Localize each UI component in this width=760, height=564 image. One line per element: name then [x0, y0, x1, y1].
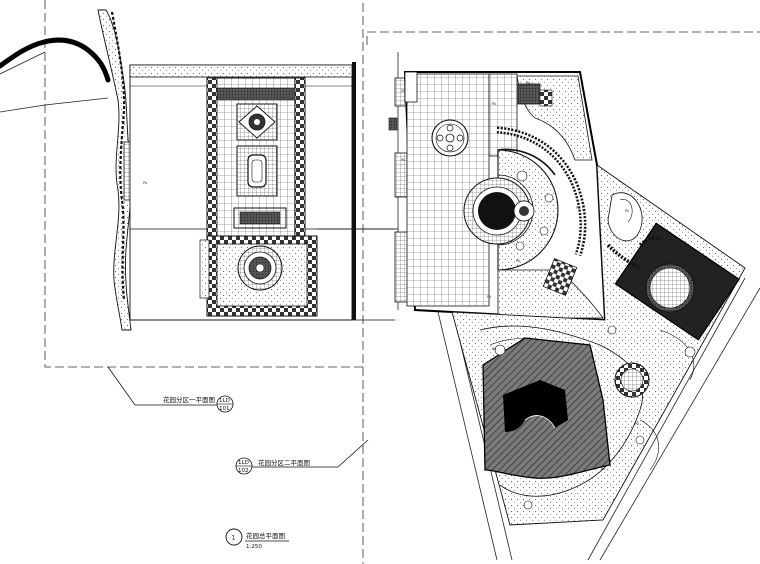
plant-tag: PA: [601, 467, 606, 471]
plant-tag: PA: [401, 158, 406, 162]
drawing-title: 1 花园总平面图 1:250: [225, 528, 289, 550]
drawing-title-label: 花园总平面图: [246, 531, 285, 540]
zone2-ref-bottom: 102: [238, 468, 249, 474]
plant-tag: PA: [401, 89, 406, 93]
zone1-label: 花园分区一平面图: [163, 395, 215, 404]
zone1-right-wall: [352, 62, 356, 320]
zone2-label: 花园分区二平面图: [258, 458, 310, 467]
zone1-formal-garden: [129, 64, 395, 321]
zone-boundaries: [44, 0, 760, 564]
zone2-callout: 1LD 102 花园分区二平面图: [235, 439, 369, 475]
plant-tag: PA: [625, 209, 630, 213]
winding-path: [0, 37, 111, 83]
zone2-terrace: [403, 71, 607, 322]
triangle-garden: [451, 164, 746, 526]
plant-tag: PA: [143, 181, 148, 185]
plant-tag: PA: [487, 295, 492, 299]
drawing-scale: 1:250: [246, 544, 262, 550]
left-hedge-edge: [110, 11, 126, 301]
plant-tag: PA: [576, 206, 581, 210]
plant-tags: PA PA PA PA PA PA PA PA PA PA PA PA: [143, 81, 640, 471]
drawing-number: 1: [232, 535, 236, 542]
plant-tag: PA: [635, 422, 640, 426]
plant-tag: PA: [492, 347, 497, 351]
left-hedge-strip: [97, 9, 132, 331]
zone2-ref-top: 1LD: [238, 460, 249, 466]
zone1-callout: 花园分区一平面图 1LD 101: [107, 366, 234, 413]
zone1-ref-top: 1LD: [219, 398, 230, 404]
plant-tag: PA: [492, 102, 497, 106]
drawing-number-circle: [225, 528, 243, 546]
plant-tag: PA: [526, 81, 531, 85]
zone1-ref-bottom: 101: [219, 406, 230, 412]
plant-tag: PA: [516, 259, 521, 263]
